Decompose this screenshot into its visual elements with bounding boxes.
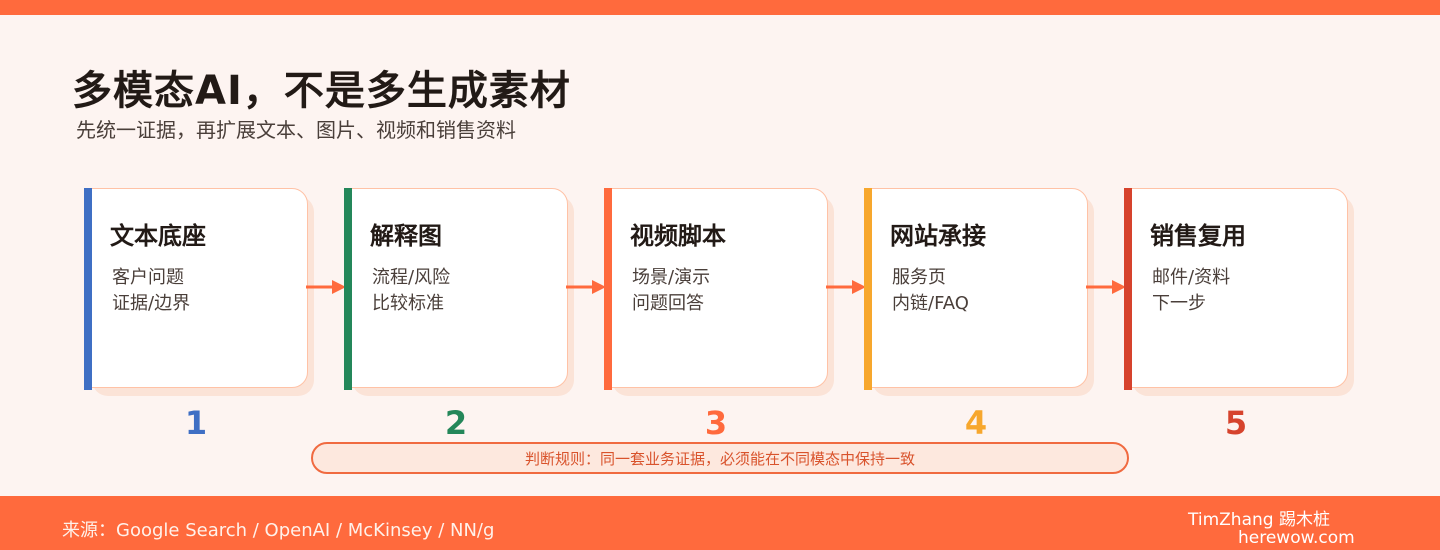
card-accent-bar <box>864 188 872 390</box>
source-credit: 来源：Google Search / OpenAI / McKinsey / N… <box>62 520 495 541</box>
step-detail-1: 流程/风险 <box>372 267 451 288</box>
step-detail-2: 比较标准 <box>372 293 444 314</box>
step-detail-1: 邮件/资料 <box>1152 267 1231 288</box>
step-number-3: 3 <box>704 404 728 442</box>
step-detail-1: 场景/演示 <box>632 267 711 288</box>
step-number-2: 2 <box>444 404 468 442</box>
step-title: 网站承接 <box>890 222 986 250</box>
step-detail-2: 证据/边界 <box>112 293 191 314</box>
step-card-4: 网站承接 服务页 内链/FAQ <box>864 188 1094 396</box>
card-body <box>88 188 308 388</box>
step-number-1: 1 <box>184 404 208 442</box>
step-title: 视频脚本 <box>630 222 726 250</box>
card-accent-bar <box>84 188 92 390</box>
page-subtitle: 先统一证据，再扩展文本、图片、视频和销售资料 <box>76 118 516 142</box>
author-brand: TimZhang 踢木桩 <box>1188 510 1330 530</box>
arrow-right-icon <box>826 280 866 294</box>
arrow-right-icon <box>1086 280 1126 294</box>
step-detail-1: 客户问题 <box>112 267 184 288</box>
author-website: herewow.com <box>1238 528 1355 548</box>
card-body <box>868 188 1088 388</box>
step-detail-2: 内链/FAQ <box>892 293 969 314</box>
step-card-1: 文本底座 客户问题 证据/边界 <box>84 188 314 396</box>
top-accent-bar <box>0 0 1440 15</box>
step-card-2: 解释图 流程/风险 比较标准 <box>344 188 574 396</box>
step-detail-2: 下一步 <box>1152 293 1206 314</box>
card-accent-bar <box>344 188 352 390</box>
step-card-3: 视频脚本 场景/演示 问题回答 <box>604 188 834 396</box>
card-body <box>608 188 828 388</box>
step-number-4: 4 <box>964 404 988 442</box>
card-accent-bar <box>1124 188 1132 390</box>
arrow-right-icon <box>566 280 606 294</box>
step-detail-2: 问题回答 <box>632 293 704 314</box>
card-body <box>1128 188 1348 388</box>
step-title: 解释图 <box>370 222 442 250</box>
card-body <box>348 188 568 388</box>
step-number-5: 5 <box>1224 404 1248 442</box>
step-detail-1: 服务页 <box>892 267 946 288</box>
step-title: 文本底座 <box>110 222 206 250</box>
rule-callout: 判断规则：同一套业务证据，必须能在不同模态中保持一致 <box>311 442 1129 474</box>
step-title: 销售复用 <box>1150 222 1246 250</box>
step-card-5: 销售复用 邮件/资料 下一步 <box>1124 188 1354 396</box>
page-title: 多模态AI，不是多生成素材 <box>72 68 571 114</box>
arrow-right-icon <box>306 280 346 294</box>
footer-bar: 来源：Google Search / OpenAI / McKinsey / N… <box>0 496 1440 550</box>
card-accent-bar <box>604 188 612 390</box>
